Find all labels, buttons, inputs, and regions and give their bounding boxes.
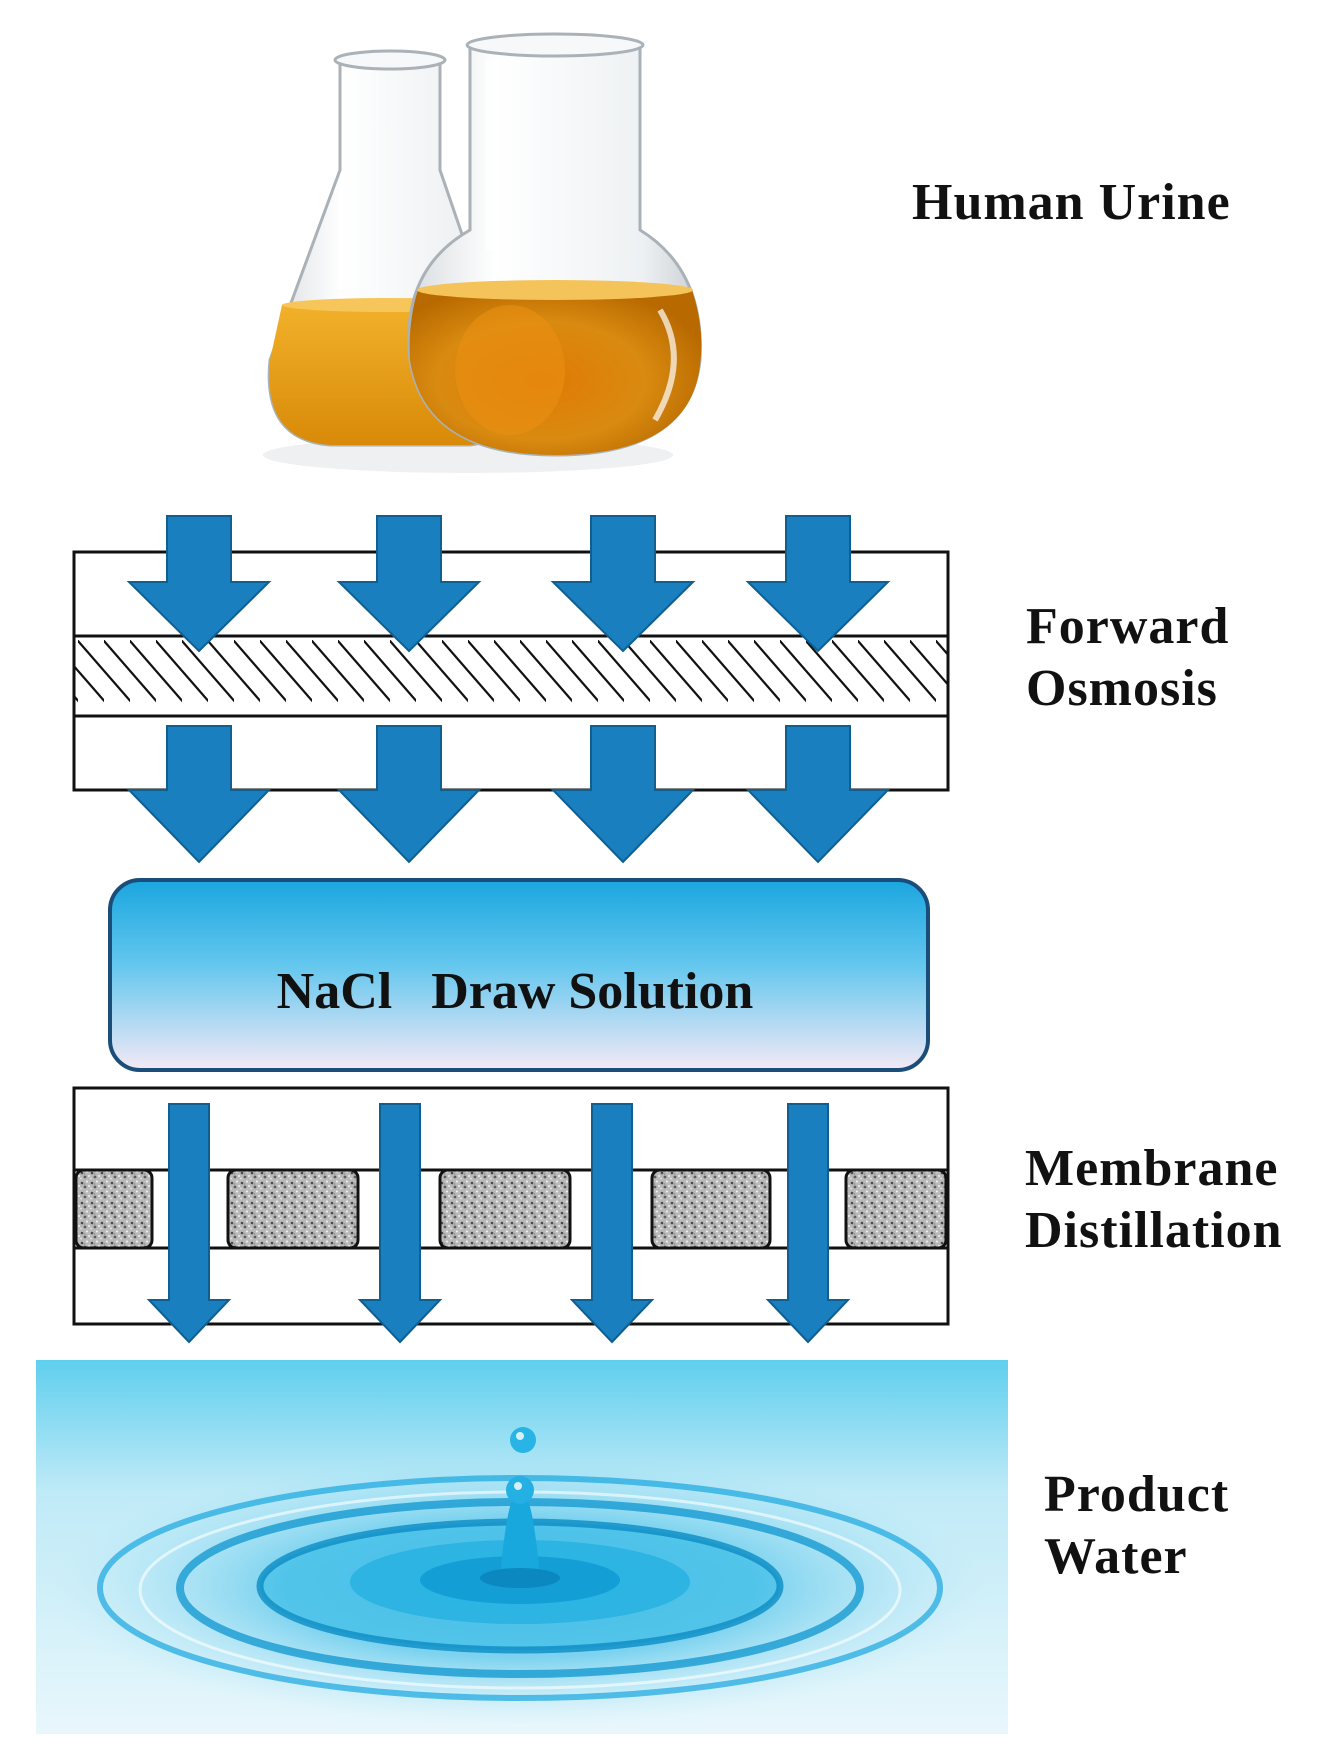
fo-arrows-top — [126, 515, 891, 653]
flow-arrow — [126, 725, 272, 864]
flow-arrow — [550, 515, 696, 653]
flow-arrow — [745, 515, 891, 653]
draw-solution-label: NaCl Draw Solution — [276, 963, 754, 1020]
membrane-block — [74, 1168, 154, 1250]
flow-arrow — [146, 1103, 232, 1344]
flow-arrow — [126, 515, 272, 653]
water-drop-icon — [36, 1360, 1008, 1734]
stage-label-line: Forward — [1026, 598, 1230, 655]
membrane-block — [650, 1168, 772, 1250]
stage-label-line: Water — [1044, 1528, 1188, 1585]
membrane-block — [438, 1168, 572, 1250]
stage-label-line: Human Urine — [912, 174, 1231, 231]
stage-label-human-urine: Human Urine — [912, 172, 1231, 234]
stage-label-product-water: Product Water — [1044, 1464, 1229, 1588]
md-arrows — [146, 1103, 851, 1344]
stage-label-line: Osmosis — [1026, 660, 1218, 717]
membrane-block — [844, 1168, 948, 1250]
flow-arrow — [550, 725, 696, 864]
fo-membrane — [72, 634, 950, 718]
flow-arrow — [336, 515, 482, 653]
stage-label-line: Membrane — [1025, 1140, 1279, 1197]
flow-arrow — [745, 725, 891, 864]
membrane-block — [226, 1168, 360, 1250]
stage-label-line: Distillation — [1025, 1202, 1283, 1259]
stage-label-membrane-distillation: Membrane Distillation — [1025, 1138, 1283, 1262]
flasks-icon — [263, 32, 702, 473]
draw-solution-box — [108, 878, 930, 1072]
stage-label-line: Product — [1044, 1466, 1230, 1523]
flow-arrow — [357, 1103, 443, 1344]
stage-label-forward-osmosis: Forward Osmosis — [1026, 596, 1229, 720]
md-membrane-blocks — [74, 1168, 948, 1250]
fo-arrows-bottom — [126, 725, 891, 864]
flow-arrow — [336, 725, 482, 864]
flow-arrow — [765, 1103, 851, 1344]
flow-arrow — [569, 1103, 655, 1344]
